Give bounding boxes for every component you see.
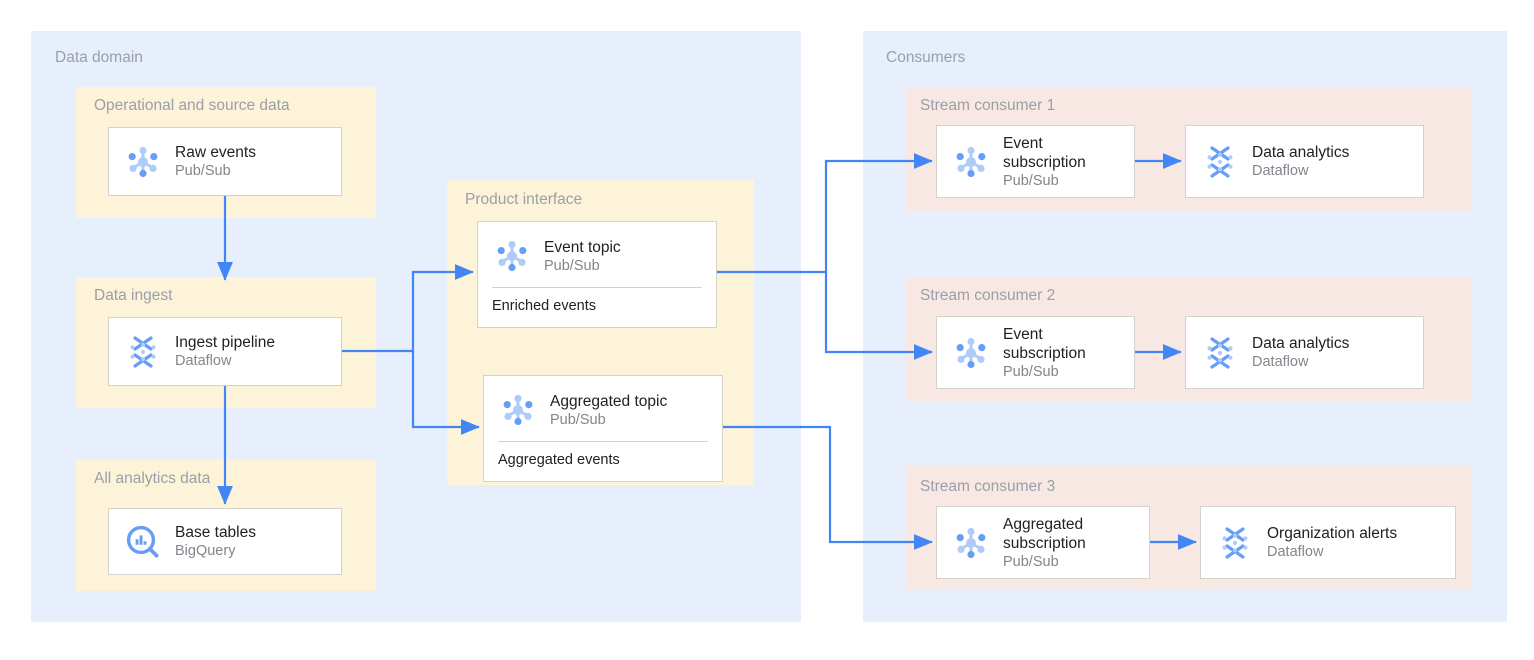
card-event-topic-footer: Enriched events — [492, 298, 596, 314]
card-raw-events[interactable]: Raw events Pub/Sub — [108, 127, 342, 196]
card-data-analytics-1[interactable]: Data analytics Dataflow — [1185, 125, 1424, 198]
zone-data-ingest-label: Data ingest — [94, 287, 173, 304]
zone-stream-consumer-2-label: Stream consumer 2 — [920, 287, 1056, 304]
pubsub-icon — [490, 234, 534, 278]
card-ingest-pipeline[interactable]: Ingest pipeline Dataflow — [108, 317, 342, 386]
card-aggregated-topic-footer: Aggregated events — [498, 452, 620, 468]
card-data-analytics-1-subtitle: Dataflow — [1252, 163, 1309, 179]
card-aggregated-topic-divider — [498, 441, 708, 442]
zone-stream-consumer-1-label: Stream consumer 1 — [920, 97, 1056, 114]
card-ingest-pipeline-subtitle: Dataflow — [175, 353, 232, 369]
dataflow-icon — [1198, 331, 1242, 375]
zone-all-analytics-data-label: All analytics data — [94, 470, 211, 487]
card-base-tables-main: Base tables BigQuery — [109, 520, 341, 564]
card-ingest-pipeline-main: Ingest pipeline Dataflow — [109, 330, 341, 374]
card-base-tables-title: Base tables — [175, 524, 256, 541]
card-organization-alerts-text: Organization alerts Dataflow — [1267, 524, 1397, 561]
zone-operational-source-data-label: Operational and source data — [94, 97, 290, 114]
zone-stream-consumer-3-label: Stream consumer 3 — [920, 478, 1056, 495]
card-data-analytics-1-text: Data analytics Dataflow — [1252, 143, 1349, 180]
card-event-topic[interactable]: Event topic Pub/Sub Enriched events — [477, 221, 717, 328]
card-organization-alerts-title: Organization alerts — [1267, 525, 1398, 542]
card-aggregated-topic-title: Aggregated topic — [550, 392, 668, 410]
card-organization-alerts-main: Organization alerts Dataflow — [1201, 521, 1455, 565]
card-organization-alerts[interactable]: Organization alerts Dataflow — [1200, 506, 1456, 579]
card-event-topic-text: Event topic Pub/Sub — [544, 238, 621, 275]
card-base-tables-text: Base tables BigQuery — [175, 523, 256, 560]
card-aggregated-topic-text: Aggregated topic Pub/Sub — [550, 392, 667, 429]
card-event-subscription-2-text: Event subscription Pub/Sub — [1003, 325, 1115, 381]
card-aggregated-subscription-subtitle: Pub/Sub — [1003, 553, 1059, 570]
pubsub-icon — [949, 331, 993, 375]
card-event-subscription-1-subtitle: Pub/Sub — [1003, 172, 1059, 189]
card-aggregated-subscription-main: Aggregated subscription Pub/Sub — [937, 515, 1149, 571]
bigquery-icon — [121, 520, 165, 564]
pubsub-icon — [949, 521, 993, 565]
card-event-topic-divider — [492, 287, 702, 288]
card-event-subscription-1-text: Event subscription Pub/Sub — [1003, 134, 1115, 190]
pubsub-icon — [121, 140, 165, 184]
card-data-analytics-2-subtitle: Dataflow — [1252, 354, 1309, 370]
zone-consumers-label: Consumers — [886, 49, 966, 66]
card-data-analytics-2-title: Data analytics — [1252, 335, 1350, 352]
card-raw-events-subtitle: Pub/Sub — [175, 163, 231, 179]
card-raw-events-main: Raw events Pub/Sub — [109, 140, 341, 184]
pubsub-icon — [949, 140, 993, 184]
card-data-analytics-1-title: Data analytics — [1252, 144, 1350, 161]
card-aggregated-topic[interactable]: Aggregated topic Pub/Sub Aggregated even… — [483, 375, 723, 482]
card-data-analytics-1-main: Data analytics Dataflow — [1186, 140, 1423, 184]
card-aggregated-subscription[interactable]: Aggregated subscription Pub/Sub — [936, 506, 1150, 579]
card-event-subscription-2-title: Event subscription — [1003, 325, 1086, 362]
card-ingest-pipeline-text: Ingest pipeline Dataflow — [175, 333, 275, 370]
card-event-subscription-2-subtitle: Pub/Sub — [1003, 363, 1059, 380]
card-event-subscription-2-main: Event subscription Pub/Sub — [937, 325, 1134, 381]
pubsub-icon — [496, 388, 540, 432]
card-base-tables-subtitle: BigQuery — [175, 543, 236, 559]
dataflow-icon — [1213, 521, 1257, 565]
card-aggregated-topic-main: Aggregated topic Pub/Sub — [484, 388, 722, 432]
card-event-subscription-1-title: Event subscription — [1003, 134, 1086, 171]
card-data-analytics-2[interactable]: Data analytics Dataflow — [1185, 316, 1424, 389]
card-organization-alerts-subtitle: Dataflow — [1267, 544, 1324, 560]
dataflow-icon — [121, 330, 165, 374]
card-event-subscription-1[interactable]: Event subscription Pub/Sub — [936, 125, 1135, 198]
card-data-analytics-2-main: Data analytics Dataflow — [1186, 331, 1423, 375]
dataflow-icon — [1198, 140, 1242, 184]
card-base-tables[interactable]: Base tables BigQuery — [108, 508, 342, 575]
card-raw-events-title: Raw events — [175, 144, 256, 161]
card-event-topic-title: Event topic — [544, 238, 621, 256]
card-data-analytics-2-text: Data analytics Dataflow — [1252, 334, 1349, 371]
card-aggregated-subscription-text: Aggregated subscription Pub/Sub — [1003, 515, 1123, 571]
card-event-subscription-2[interactable]: Event subscription Pub/Sub — [936, 316, 1135, 389]
card-event-subscription-1-main: Event subscription Pub/Sub — [937, 134, 1134, 190]
card-raw-events-text: Raw events Pub/Sub — [175, 143, 256, 180]
zone-product-interface-label: Product interface — [465, 191, 583, 208]
card-ingest-pipeline-title: Ingest pipeline — [175, 334, 275, 351]
card-event-topic-subtitle: Pub/Sub — [544, 257, 600, 274]
zone-data-domain-label: Data domain — [55, 49, 143, 66]
card-event-topic-main: Event topic Pub/Sub — [478, 234, 716, 278]
card-aggregated-subscription-title: Aggregated subscription — [1003, 515, 1086, 552]
card-aggregated-topic-subtitle: Pub/Sub — [550, 411, 606, 428]
